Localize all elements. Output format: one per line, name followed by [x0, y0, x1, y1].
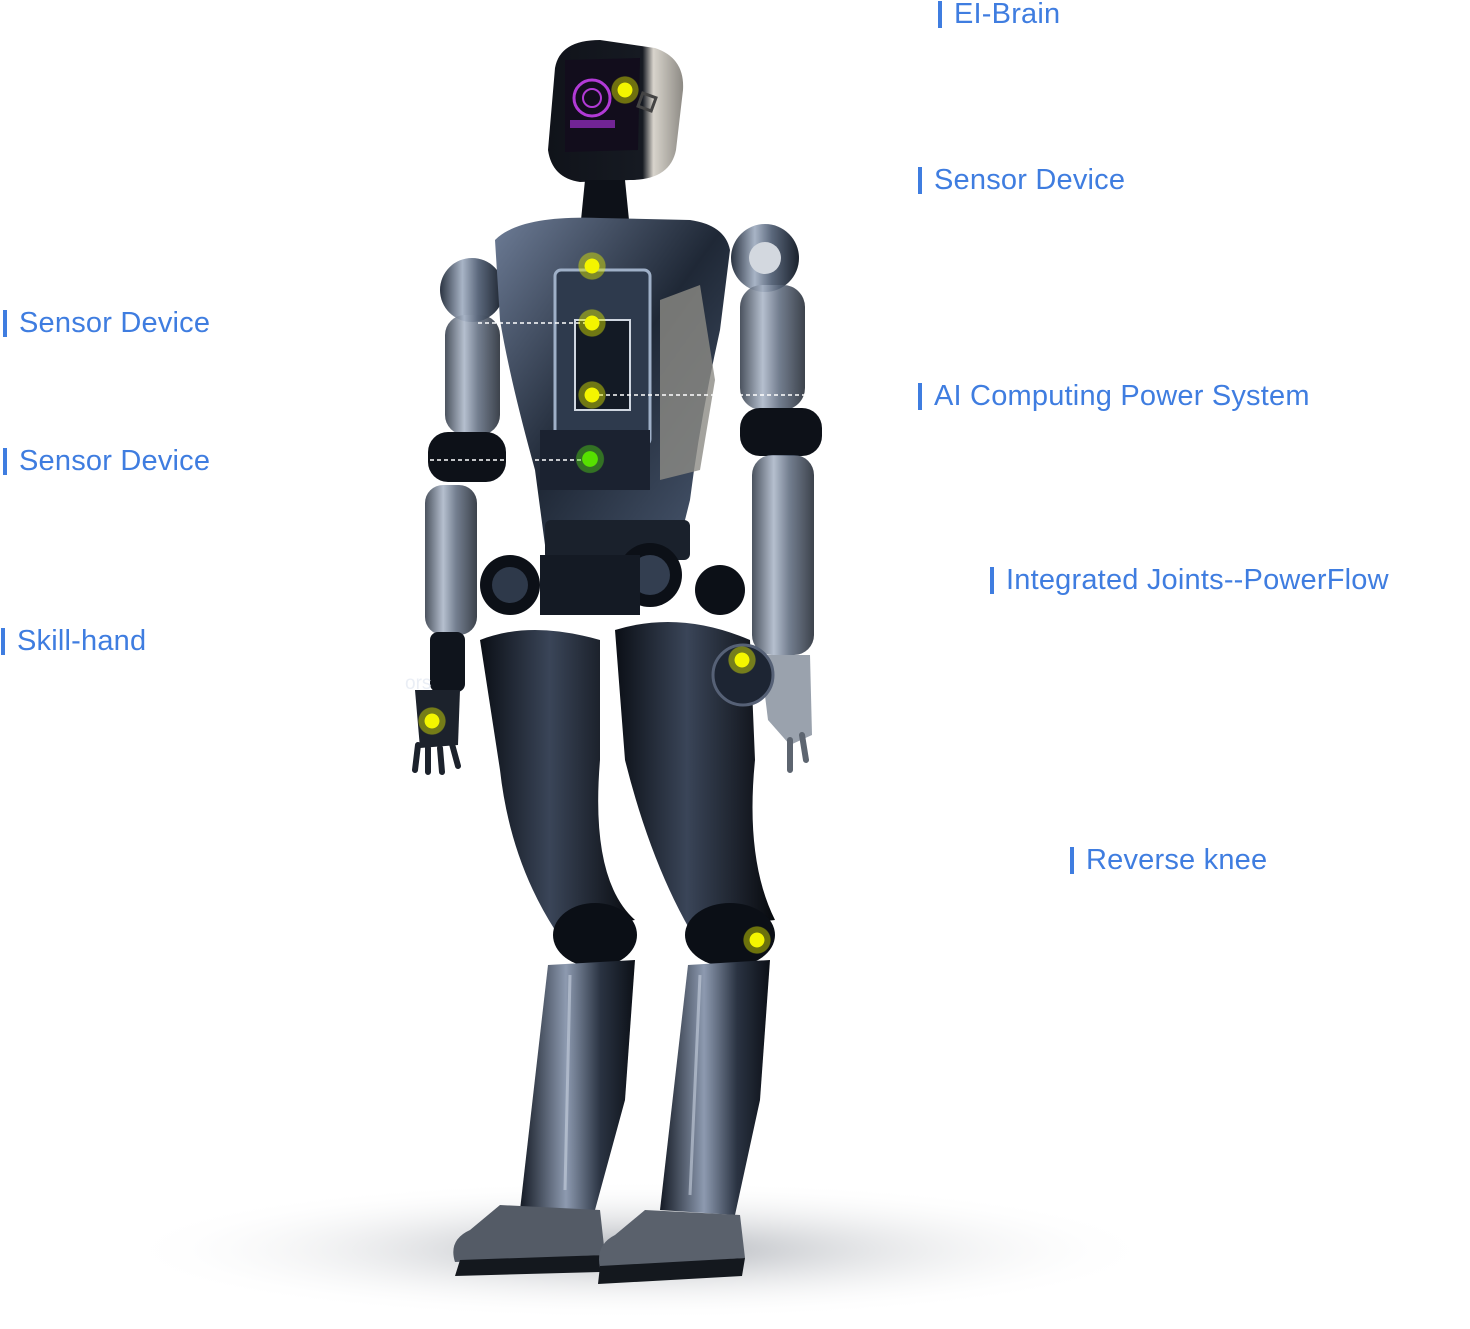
label-text: Integrated Joints--PowerFlow: [1006, 564, 1389, 596]
hotspot-joints[interactable]: [727, 645, 757, 675]
hotspot-reverse-knee[interactable]: [742, 925, 772, 955]
hotspot-sensor-chest[interactable]: [577, 308, 607, 338]
label-bar: [1, 627, 5, 655]
partial-overlay-label: ors: [405, 673, 432, 694]
label-bar: [990, 566, 994, 594]
hotspot-ei-brain[interactable]: [610, 75, 640, 105]
label-text: Sensor Device: [934, 164, 1126, 196]
label-text: Reverse knee: [1086, 844, 1268, 876]
label-sensor-device-left-upper[interactable]: Sensor Device: [3, 305, 210, 341]
label-bar: [1070, 846, 1074, 874]
label-bar: [918, 166, 922, 194]
label-bar: [938, 0, 942, 28]
hotspot-skill-hand[interactable]: [417, 706, 447, 736]
hotspot-ai-computing[interactable]: [577, 380, 607, 410]
label-ei-brain[interactable]: EI-Brain: [938, 0, 1060, 32]
hotspot-sensor-neck[interactable]: [577, 251, 607, 281]
label-ai-computing[interactable]: AI Computing Power System: [918, 378, 1310, 414]
label-sensor-device-right[interactable]: Sensor Device: [918, 162, 1125, 198]
label-text: Sensor Device: [19, 445, 211, 477]
label-skill-hand[interactable]: Skill-hand: [1, 623, 146, 659]
hotspot-sensor-active[interactable]: [575, 444, 605, 474]
label-text: AI Computing Power System: [934, 380, 1310, 412]
label-text: Skill-hand: [17, 625, 147, 657]
label-bar: [918, 382, 922, 410]
label-sensor-device-left-lower[interactable]: Sensor Device: [3, 443, 210, 479]
label-text: EI-Brain: [954, 0, 1061, 30]
label-text: Sensor Device: [19, 307, 211, 339]
label-bar: [3, 447, 7, 475]
label-integrated-joints[interactable]: Integrated Joints--PowerFlow: [990, 562, 1389, 598]
label-bar: [3, 309, 7, 337]
label-reverse-knee[interactable]: Reverse knee: [1070, 842, 1267, 878]
